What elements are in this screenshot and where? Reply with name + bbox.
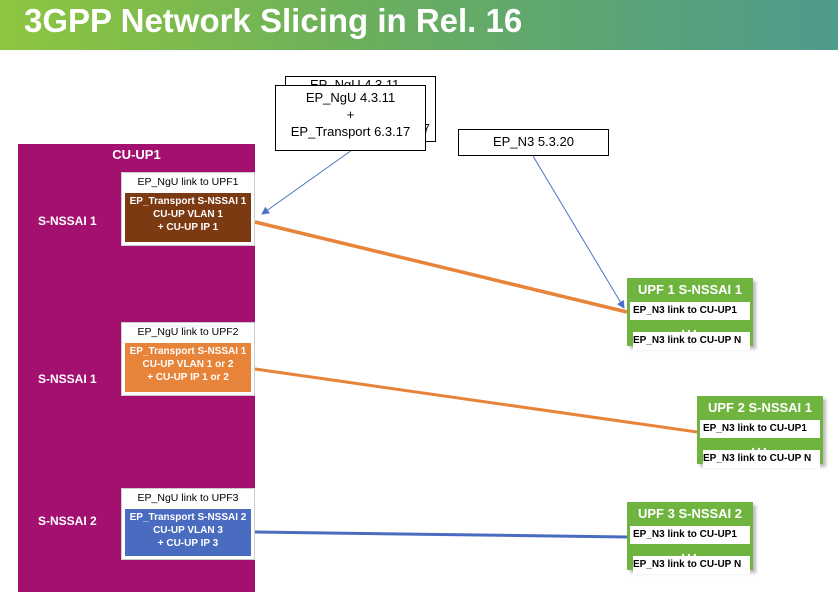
cu-up1-title: CU-UP1	[112, 147, 161, 162]
transport-line: CU-UP VLAN 1 or 2	[142, 359, 234, 370]
transport-line: EP_Transport S-NSSAI 1	[129, 346, 247, 357]
pointer-ngu-note	[261, 149, 353, 215]
transport-line: EP_Transport S-NSSAI 1	[129, 196, 247, 207]
upf-1-n3-link-first: EP_N3 link to CU-UP1	[630, 302, 750, 320]
upf-1-n3-link-last-text: EP_N3 link to CU-UP N	[633, 332, 750, 350]
page-title: 3GPP Network Slicing in Rel. 16	[24, 2, 523, 39]
upf-2-n3-link-last: EP_N3 link to CU-UP N	[700, 450, 820, 468]
link-slice2-upf2	[254, 367, 698, 434]
transport-line: EP_Transport S-NSSAI 2	[129, 512, 247, 523]
upf-3-title: UPF 3 S-NSSAI 2	[637, 506, 743, 521]
upf-1-n3-link-last: EP_N3 link to CU-UP N	[630, 332, 750, 350]
back-note-line: 7	[422, 121, 430, 136]
note-line: EP_Transport 6.3.17	[290, 124, 411, 139]
upf-3-n3-link-last-text: EP_N3 link to CU-UP N	[633, 556, 750, 574]
transport-slice-2: EP_Transport S-NSSAI 1 CU-UP VLAN 1 or 2…	[125, 343, 251, 392]
transport-line: + CU-UP IP 1 or 2	[147, 372, 229, 383]
note-line: EP_NgU 4.3.11	[305, 90, 396, 105]
upf-3-box: UPF 3 S-NSSAI 2 EP_N3 link to CU-UP1 ...…	[627, 502, 753, 574]
upf-2-n3-link-first: EP_N3 link to CU-UP1	[700, 420, 820, 438]
transport-line: CU-UP VLAN 3	[153, 525, 223, 536]
upf-3-ellipsis: ...	[681, 543, 699, 559]
slice-3-label: S-NSSAI 2	[38, 514, 97, 528]
upf-2-title: UPF 2 S-NSSAI 1	[707, 400, 813, 415]
n3-note: EP_N3 5.3.20	[458, 129, 609, 156]
transport-slice-1: EP_Transport S-NSSAI 1 CU-UP VLAN 1 + CU…	[125, 193, 251, 242]
transport-line: + CU-UP IP 1	[157, 222, 219, 233]
link-slice1-upf1	[254, 220, 628, 314]
ngu-link-upf3: EP_NgU link to UPF3	[137, 492, 239, 504]
upf-2-n3-link-last-text: EP_N3 link to CU-UP N	[703, 450, 820, 468]
transport-slice-3: EP_Transport S-NSSAI 2 CU-UP VLAN 3 + CU…	[125, 509, 251, 556]
upf-1-box: UPF 1 S-NSSAI 1 EP_N3 link to CU-UP1 ...…	[627, 278, 753, 350]
ngu-transport-note: EP_NgU 4.3.11 + EP_Transport 6.3.17	[275, 85, 426, 151]
slice-1-endpoints: EP_NgU link to UPF1 EP_Transport S-NSSAI…	[121, 172, 255, 246]
pointer-n3-note	[532, 155, 625, 309]
slice-3-endpoints: EP_NgU link to UPF3 EP_Transport S-NSSAI…	[121, 488, 255, 560]
ngu-link-upf1: EP_NgU link to UPF1	[137, 176, 239, 188]
slice-2-label: S-NSSAI 1	[38, 372, 97, 386]
slice-2-endpoints: EP_NgU link to UPF2 EP_Transport S-NSSAI…	[121, 322, 255, 396]
ngu-link-upf2: EP_NgU link to UPF2	[137, 326, 239, 338]
upf-2-ellipsis: ...	[751, 437, 769, 453]
link-slice3-upf3	[254, 530, 628, 539]
upf-1-title: UPF 1 S-NSSAI 1	[637, 282, 743, 297]
title-banner: 3GPP Network Slicing in Rel. 16	[0, 0, 838, 50]
note-line: +	[346, 107, 355, 122]
transport-line: + CU-UP IP 3	[157, 538, 219, 549]
slice-1-label: S-NSSAI 1	[38, 214, 97, 228]
upf-2-box: UPF 2 S-NSSAI 1 EP_N3 link to CU-UP1 ...…	[697, 396, 823, 468]
upf-1-ellipsis: ...	[681, 319, 699, 335]
upf-3-n3-link-last: EP_N3 link to CU-UP N	[630, 556, 750, 574]
transport-line: CU-UP VLAN 1	[153, 209, 223, 220]
upf-3-n3-link-first: EP_N3 link to CU-UP1	[630, 526, 750, 544]
